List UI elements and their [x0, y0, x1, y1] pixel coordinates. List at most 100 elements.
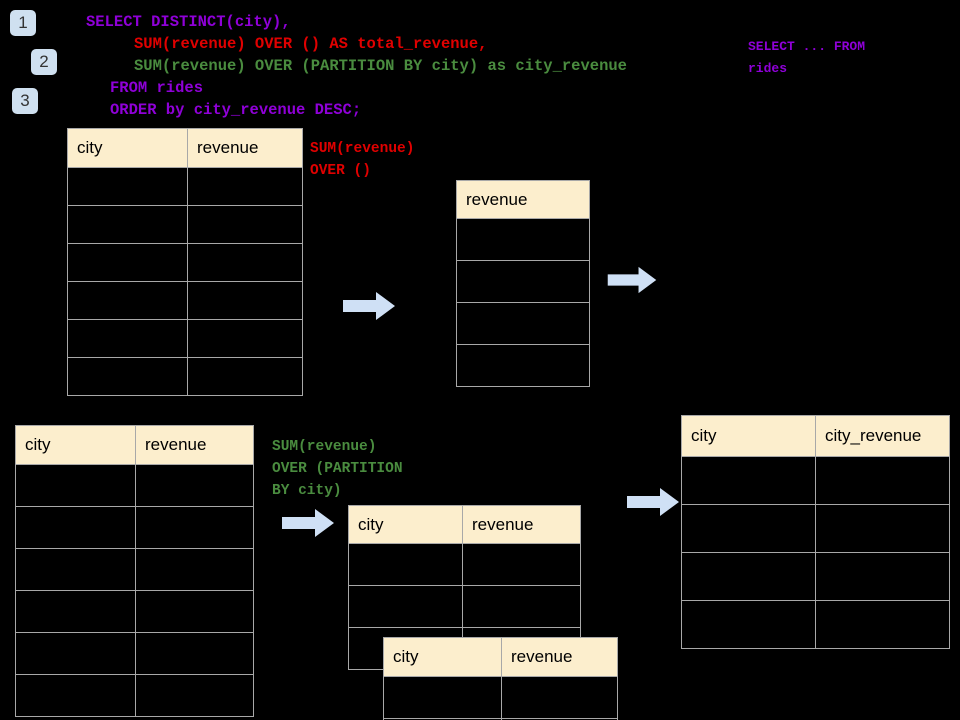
table-row [681, 600, 950, 649]
table-row [15, 590, 254, 633]
arrow-icon [343, 292, 395, 320]
table-cell [15, 590, 136, 633]
table-cell [681, 456, 816, 505]
table-row [15, 506, 254, 549]
table-cell [681, 504, 816, 553]
table-row [67, 319, 303, 358]
table-row [67, 243, 303, 282]
table-header-row: revenue [456, 180, 590, 219]
table-row [456, 302, 590, 345]
table-cell [67, 281, 188, 320]
table-row [456, 260, 590, 303]
column-header: revenue [187, 128, 303, 168]
column-header: city [383, 637, 502, 677]
sql-query-block: SELECT DISTINCT(city), SUM(revenue) OVER … [86, 11, 627, 121]
table-cell [15, 548, 136, 591]
table-cell [135, 674, 254, 717]
table-cell [501, 676, 618, 719]
table-row [456, 344, 590, 387]
table-cell [187, 205, 303, 244]
over-empty-note: SUM(revenue) OVER () [310, 141, 415, 179]
step-badge-1: 1 [10, 10, 36, 36]
table-row [681, 552, 950, 601]
table-row [383, 676, 618, 719]
table-cell [456, 302, 590, 345]
step-badge-3: 3 [12, 88, 38, 114]
arrow-total-to-result [607, 266, 657, 294]
table-cell [456, 260, 590, 303]
table-cell [815, 456, 950, 505]
table-row [67, 357, 303, 396]
table-row [348, 543, 581, 586]
table-cell [67, 357, 188, 396]
table-row [681, 456, 950, 505]
arrow-partition-to-result [627, 487, 679, 517]
total-revenue-table: revenue [456, 180, 590, 387]
table-cell [462, 585, 581, 628]
table-cell [501, 718, 618, 720]
table-cell [15, 632, 136, 675]
sql-line-3: SUM(revenue) OVER (PARTITION BY city) as… [134, 57, 627, 75]
table-row [383, 718, 618, 720]
arrow-source-to-partition [282, 508, 334, 538]
table-row [15, 548, 254, 591]
table-row [681, 504, 950, 553]
table-cell [135, 464, 254, 507]
table-row [15, 674, 254, 717]
column-header: revenue [462, 505, 581, 544]
table-cell [67, 319, 188, 358]
table-cell [15, 506, 136, 549]
table-cell [187, 281, 303, 320]
table-cell [456, 218, 590, 261]
table-cell [187, 243, 303, 282]
column-header: city [67, 128, 188, 168]
sql-line-4: FROM rides [110, 79, 204, 97]
column-header: city [348, 505, 463, 544]
table-cell [15, 464, 136, 507]
arrow-icon [282, 509, 334, 537]
table-cell [135, 590, 254, 633]
table-cell [681, 552, 816, 601]
source-note: SELECT ... FROM rides [748, 39, 866, 76]
table-cell [15, 674, 136, 717]
table-row [15, 632, 254, 675]
table-cell [67, 167, 188, 206]
table-cell [815, 552, 950, 601]
arrow-icon [607, 266, 657, 294]
table-cell [187, 167, 303, 206]
table-row [456, 218, 590, 261]
table-cell [187, 357, 303, 396]
table-cell [348, 543, 463, 586]
table-cell [462, 543, 581, 586]
table-cell [135, 506, 254, 549]
table-cell [187, 319, 303, 358]
column-header: revenue [501, 637, 618, 677]
table-cell [681, 600, 816, 649]
arrow-source-to-total [343, 291, 395, 321]
table-row [67, 205, 303, 244]
column-header: revenue [456, 180, 590, 219]
sql-line-2: SUM(revenue) OVER () AS total_revenue, [134, 35, 488, 53]
column-header: city [681, 415, 816, 457]
table-cell [135, 548, 254, 591]
table-cell [383, 676, 502, 719]
table-cell [67, 205, 188, 244]
table-row [67, 167, 303, 206]
table-cell [67, 243, 188, 282]
table-row [67, 281, 303, 320]
sql-line-1: SELECT DISTINCT(city), [86, 13, 291, 31]
column-header: revenue [135, 425, 254, 465]
table-cell [815, 504, 950, 553]
step-badge-2: 2 [31, 49, 57, 75]
table-cell [348, 585, 463, 628]
over-partition-note: SUM(revenue) OVER (PARTITION BY city) [272, 439, 403, 499]
